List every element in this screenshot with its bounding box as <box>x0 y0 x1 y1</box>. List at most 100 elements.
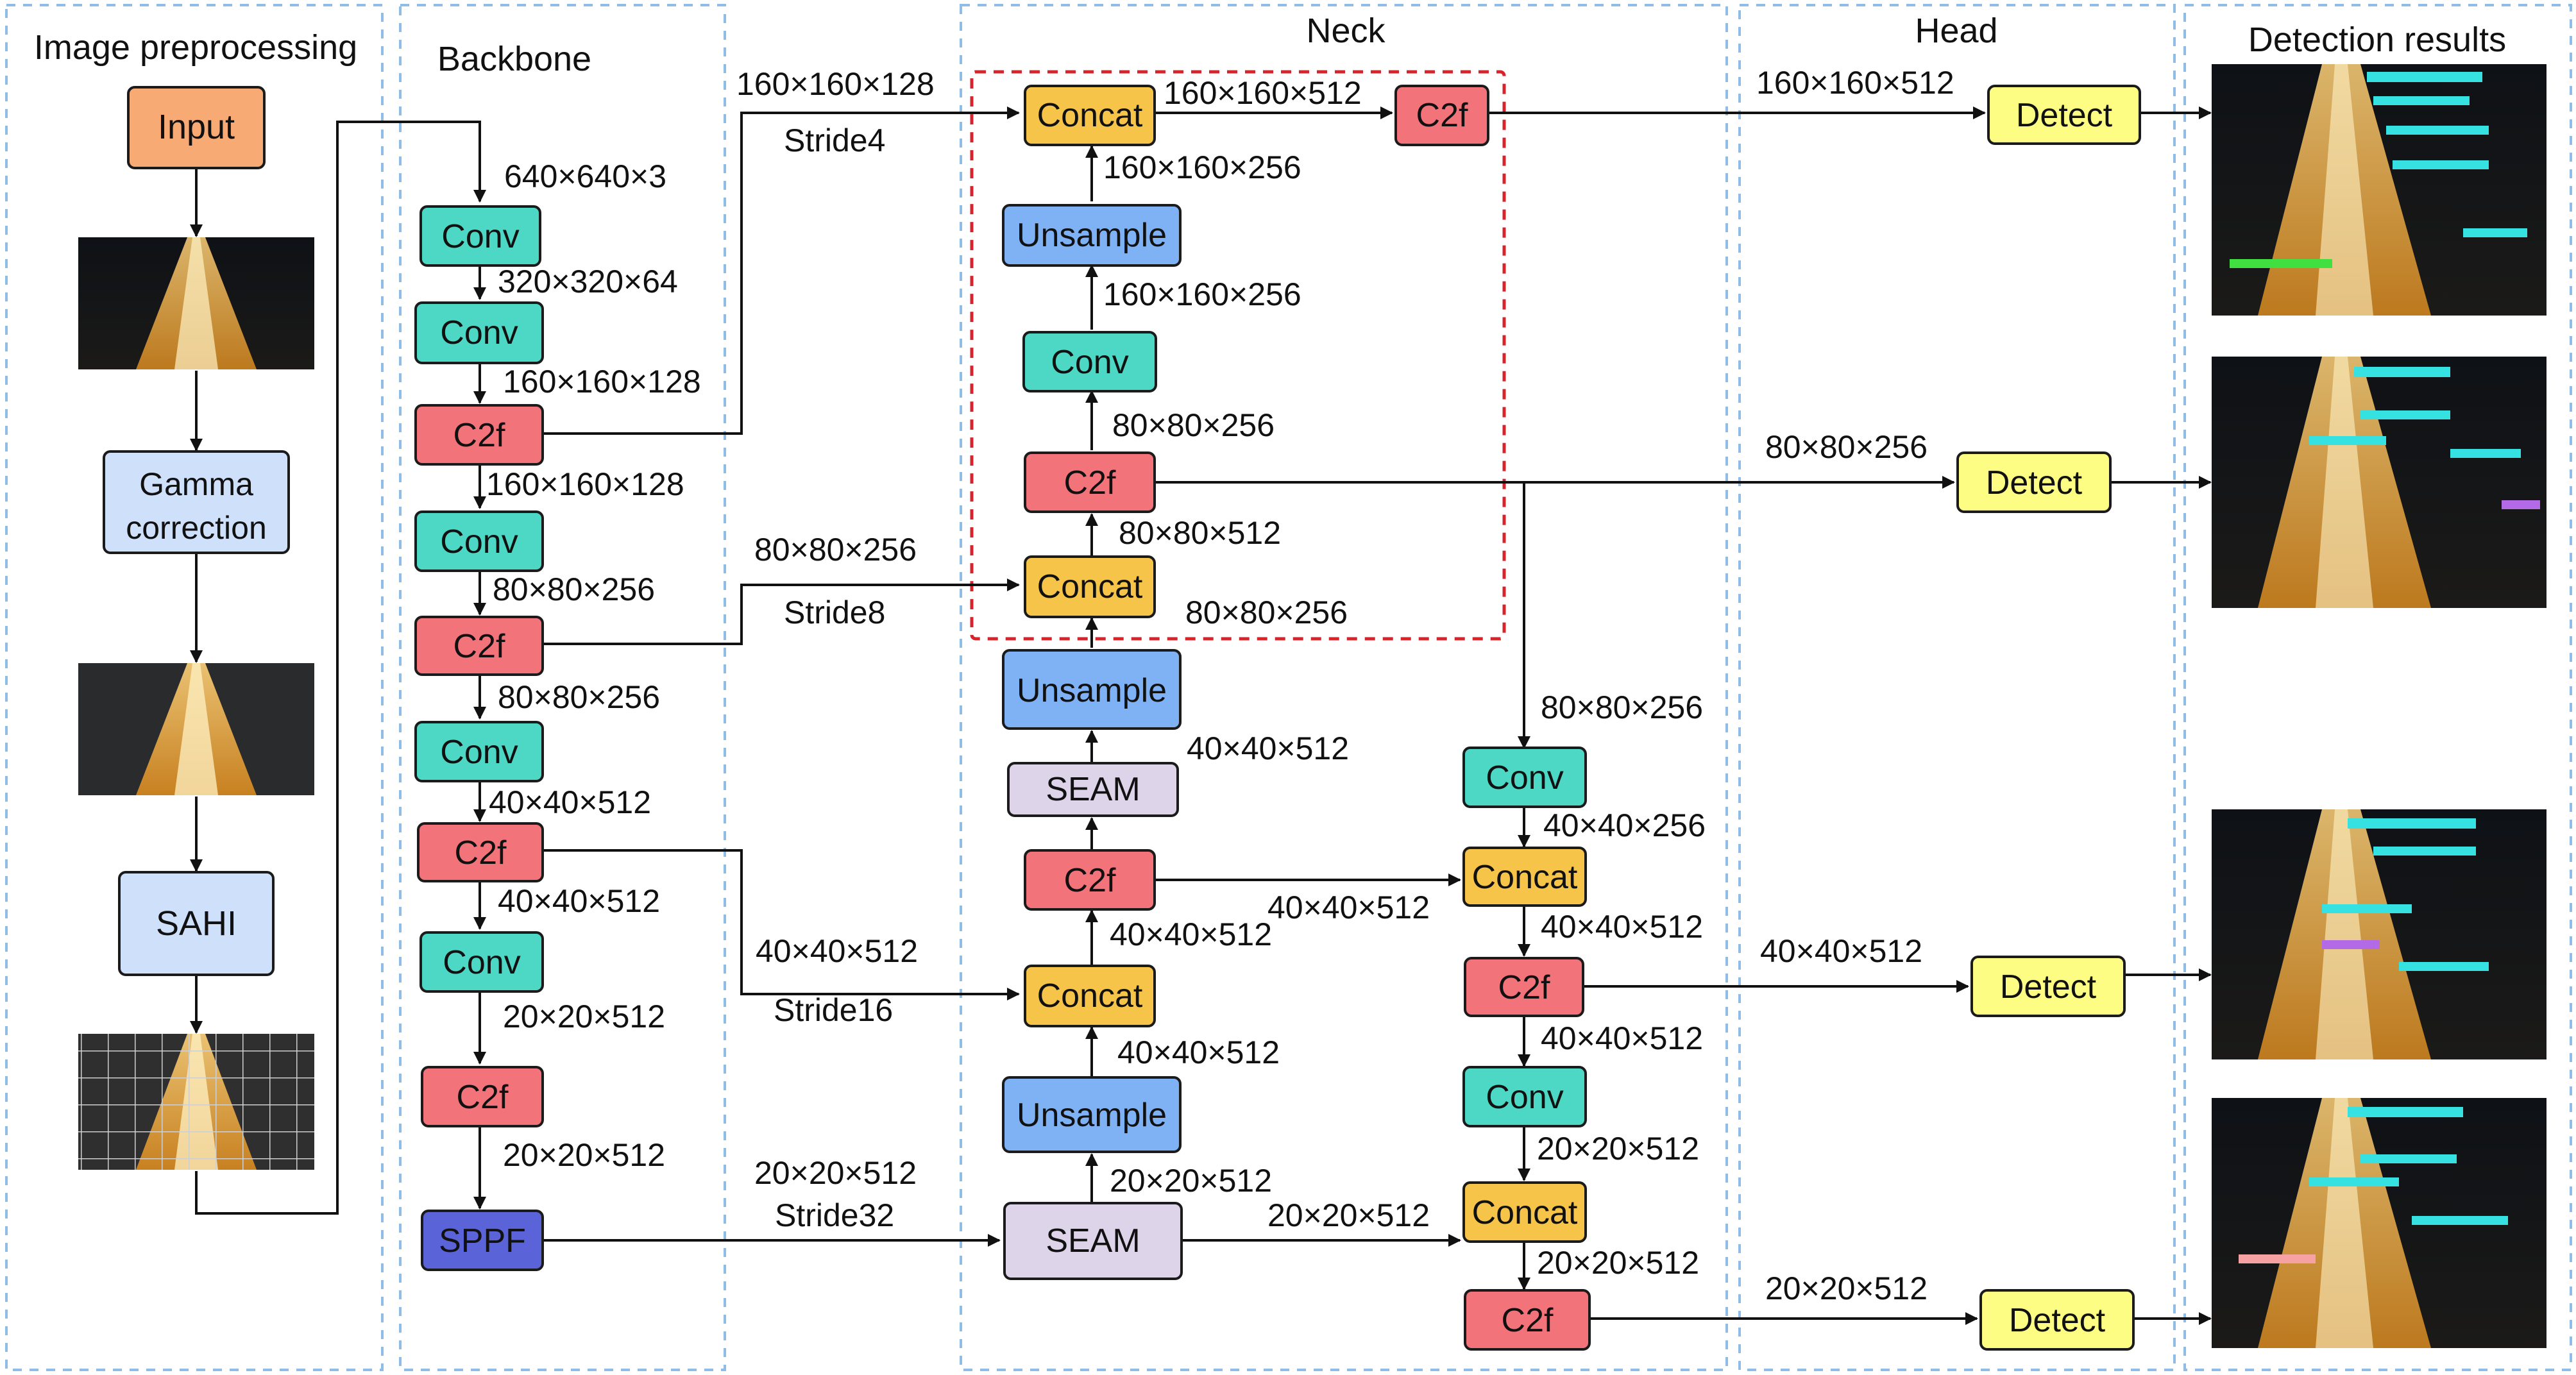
label-b-conv2-out: 160×160×128 <box>503 364 701 400</box>
label-tap3-stride: Stride16 <box>774 992 893 1028</box>
preprocessing-panel <box>5 4 384 1371</box>
right-concat-1: Concat <box>1462 847 1587 907</box>
label-n-top-out: 160×160×512 <box>1164 75 1362 111</box>
right-c2f-1-label: C2f <box>1498 969 1550 1006</box>
detect-3: Detect <box>1970 956 2126 1017</box>
label-tap2-dims: 80×80×256 <box>754 532 917 568</box>
preprocessing-images <box>78 237 314 1170</box>
backbone-conv-3: Conv <box>414 510 544 572</box>
backbone-sppf: SPPF <box>421 1210 544 1271</box>
backbone-conv-1: Conv <box>419 205 541 267</box>
gamma-correction-block: Gamma correction <box>103 450 290 554</box>
backbone-panel <box>399 4 726 1371</box>
label-b-in: 640×640×3 <box>504 158 666 194</box>
neck-unsample-40-label: Unsample <box>1017 1097 1167 1134</box>
label-n-unsample-top-out: 160×160×256 <box>1103 149 1301 185</box>
label-n-seam20-out: 20×20×512 <box>1110 1163 1272 1199</box>
neck-c2f-40: C2f <box>1024 849 1156 911</box>
label-r-c2f1-out: 40×40×512 <box>1541 1020 1703 1056</box>
neck-unsample-160-label: Unsample <box>1017 217 1167 254</box>
neck-seam-40: SEAM <box>1007 762 1179 817</box>
edge-img3-backbone <box>195 121 486 1215</box>
label-tap3-dims: 40×40×512 <box>756 933 918 969</box>
detect-3-label: Detect <box>2000 968 2097 1006</box>
label-b-c2f2-out: 80×80×256 <box>498 679 660 715</box>
backbone-conv-2: Conv <box>414 301 544 364</box>
label-tap1-stride: Stride4 <box>784 122 885 158</box>
neck-conv-label: Conv <box>1051 344 1128 381</box>
right-concat-2-label: Concat <box>1472 1194 1578 1231</box>
backbone-c2f-1-label: C2f <box>453 417 505 454</box>
backbone-conv-3-label: Conv <box>440 523 518 561</box>
neck-concat-40-label: Concat <box>1037 977 1143 1015</box>
sahi-label: SAHI <box>156 904 237 943</box>
neck-concat-40: Concat <box>1024 965 1156 1027</box>
neck-c2f-80: C2f <box>1024 451 1156 513</box>
detection-result-image-4 <box>2212 1098 2546 1348</box>
backbone-c2f-1: C2f <box>414 404 544 466</box>
neck-focus-region <box>970 70 1506 641</box>
detection-result-image-3 <box>2212 809 2546 1059</box>
detect-4-label: Detect <box>2009 1302 2106 1339</box>
detection-result-image-2 <box>2212 357 2546 608</box>
right-concat-2: Concat <box>1462 1181 1587 1243</box>
backbone-header: Backbone <box>437 40 591 78</box>
right-conv-1: Conv <box>1462 747 1587 808</box>
detect-2: Detect <box>1956 451 2112 513</box>
label-tap1-dims: 160×160×128 <box>736 66 935 102</box>
neck-seam-20: SEAM <box>1003 1202 1183 1280</box>
edge-tap-stride8 <box>543 578 1020 645</box>
label-b-conv4-out: 40×40×512 <box>489 784 651 820</box>
edge-tap-stride4 <box>543 106 1020 435</box>
edge-tap-stride16 <box>543 849 1020 1000</box>
neck-concat-160: Concat <box>1024 85 1156 146</box>
label-b-c2f1-out: 160×160×128 <box>486 466 684 502</box>
label-tap4-stride: Stride32 <box>775 1197 894 1233</box>
neck-concat-80: Concat <box>1024 555 1156 618</box>
label-n-concat40-out: 40×40×512 <box>1110 916 1272 952</box>
input-label: Input <box>158 108 235 146</box>
section-separators <box>5 4 2572 1371</box>
neck-c2f-160: C2f <box>1394 85 1489 146</box>
label-b-conv3-out: 80×80×256 <box>493 571 655 607</box>
label-r-conv2-out: 20×20×512 <box>1537 1131 1699 1167</box>
neck-c2f-80-label: C2f <box>1064 464 1116 502</box>
neck-seam-40-label: SEAM <box>1046 771 1140 808</box>
night-road-image-original <box>78 237 314 369</box>
right-conv-1-label: Conv <box>1486 759 1563 797</box>
backbone-conv-1-label: Conv <box>441 218 519 255</box>
backbone-conv-4: Conv <box>414 721 544 782</box>
label-n-c2f80-in: 80×80×256 <box>1112 407 1275 443</box>
preprocessing-header: Image preprocessing <box>34 28 357 67</box>
backbone-conv-2-label: Conv <box>440 314 518 351</box>
label-r-concat1-out: 40×40×512 <box>1541 909 1703 945</box>
detection-result-image-1 <box>2212 64 2546 316</box>
right-conv-2-label: Conv <box>1486 1079 1563 1116</box>
sahi-block: SAHI <box>118 871 275 976</box>
edge-labels: 640×640×3 320×320×64 160×160×128 160×160… <box>486 65 1954 1306</box>
neck-header: Neck <box>1306 12 1385 50</box>
label-r-conv1-out: 40×40×256 <box>1543 807 1706 843</box>
backbone-conv-5-label: Conv <box>443 944 520 981</box>
detect-1: Detect <box>1987 85 2141 145</box>
label-n-concat80-out: 80×80×512 <box>1119 515 1281 551</box>
label-head-4: 20×20×512 <box>1765 1270 1928 1306</box>
neck-unsample-80: Unsample <box>1002 649 1182 730</box>
backbone-sppf-label: SPPF <box>439 1222 526 1260</box>
label-b-conv1-out: 320×320×64 <box>498 264 678 299</box>
detection-result-images <box>2212 64 2546 1348</box>
backbone-conv-4-label: Conv <box>440 734 518 771</box>
backbone-c2f-3-label: C2f <box>455 834 507 872</box>
label-b-conv5-out: 20×20×512 <box>503 999 665 1034</box>
label-r-concat2-in: 20×20×512 <box>1267 1197 1430 1233</box>
neck-unsample-40: Unsample <box>1002 1076 1182 1153</box>
section-headers: Image preprocessing Backbone Neck Head D… <box>34 12 2506 78</box>
detect-1-label: Detect <box>2016 97 2113 134</box>
edges <box>190 106 2212 1325</box>
label-n-concat80-side: 80×80×256 <box>1185 595 1348 630</box>
night-road-image-gamma <box>78 663 314 795</box>
results-header: Detection results <box>2248 21 2506 59</box>
label-head-2: 80×80×256 <box>1765 429 1928 465</box>
